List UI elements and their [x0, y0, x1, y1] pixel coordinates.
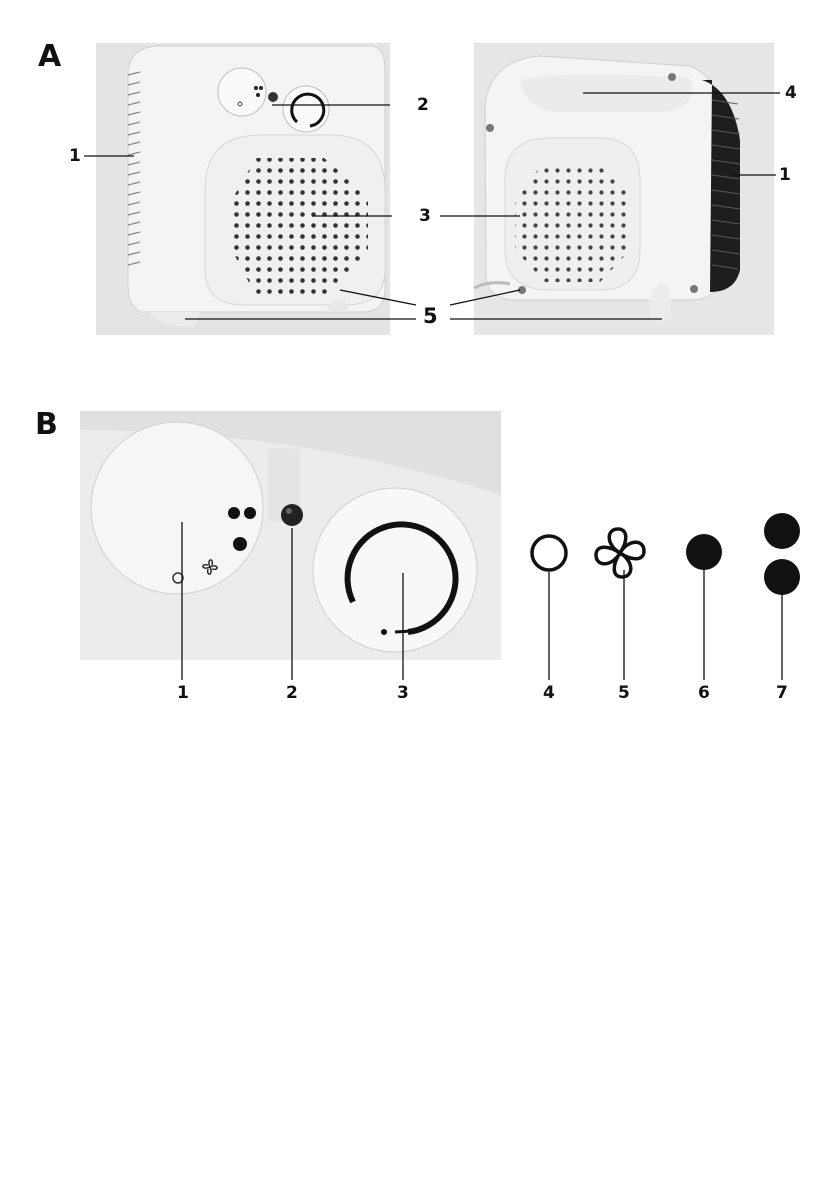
callout-a-5: 5 — [423, 306, 438, 327]
heater-side-view — [474, 43, 774, 335]
control-panel-photo — [80, 411, 501, 660]
high-heat-symbol-top-icon — [764, 513, 800, 549]
callout-a-1-left: 1 — [69, 148, 81, 165]
low-heat-symbol-icon — [686, 534, 722, 570]
callout-b-1: 1 — [177, 685, 189, 702]
callout-b-4: 4 — [543, 685, 555, 702]
callout-b-6: 6 — [698, 685, 710, 702]
fan-symbol-icon — [596, 529, 644, 577]
callout-a-2: 2 — [417, 97, 429, 114]
high-heat-symbol-bottom-icon — [764, 559, 800, 595]
off-symbol-icon — [532, 536, 566, 570]
callout-b-2: 2 — [286, 685, 298, 702]
callout-a-1-right: 1 — [779, 167, 791, 184]
callout-a-3: 3 — [419, 208, 431, 225]
callout-b-7: 7 — [776, 685, 788, 702]
callout-a-4: 4 — [785, 85, 797, 102]
callout-b-5: 5 — [618, 685, 630, 702]
callout-b-3: 3 — [397, 685, 409, 702]
